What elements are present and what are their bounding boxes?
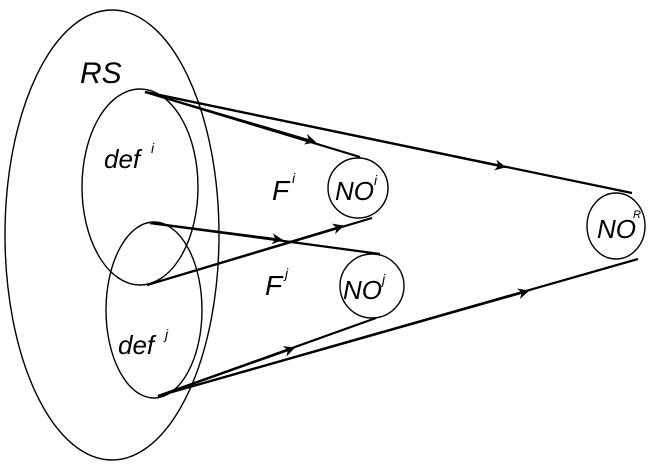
f-j-sup: j [283, 265, 289, 281]
no-i-label: NO [335, 176, 374, 206]
arrow-def-i-to-no-r-top-head [145, 92, 505, 167]
def-j-ellipse [106, 222, 202, 398]
no-j-label: NO [343, 275, 382, 305]
arrow-def-i-to-no-i-top-head [145, 92, 315, 142]
def-j-label: def [118, 330, 157, 360]
no-r-sup: R [633, 209, 641, 221]
def-i-sup: i [151, 140, 155, 156]
arrow-def-j-to-no-j-bottom-head [158, 348, 294, 396]
f-j-label: F [265, 270, 284, 301]
rs-label: RS [80, 57, 122, 90]
arrow-overlap-to-no-j-head [150, 223, 282, 240]
f-i-sup: i [292, 170, 296, 186]
no-r-label: NO [597, 214, 636, 244]
def-i-ellipse [82, 89, 198, 285]
no-i-sup: i [374, 172, 378, 188]
def-i-label: def [104, 144, 143, 174]
def-j-sup: j [163, 326, 169, 342]
f-i-label: F [272, 175, 291, 206]
